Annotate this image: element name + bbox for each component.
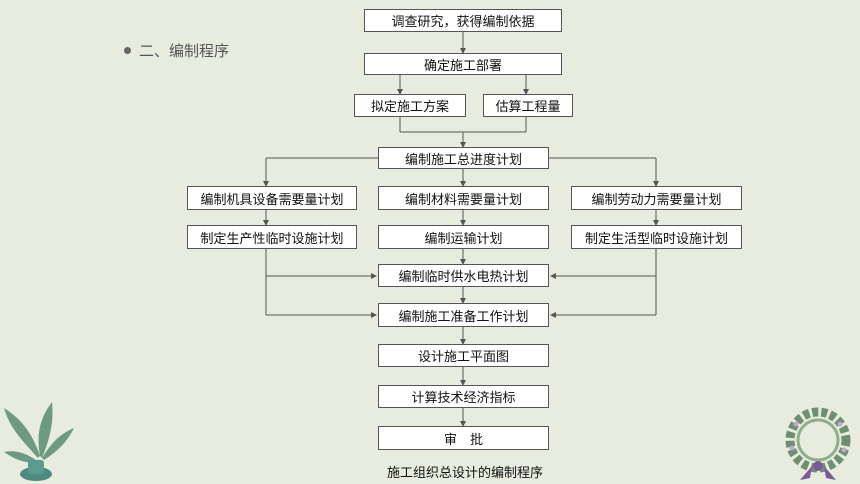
step-production-facilities-plan: 制定生产性临时设施计划 (187, 225, 357, 249)
step-equipment-plan: 编制机具设备需要量计划 (187, 186, 357, 210)
step-utilities-plan: 编制临时供水电热计划 (378, 264, 549, 287)
step-material-plan: 编制材料需要量计划 (378, 186, 549, 210)
step-living-facilities-plan: 制定生活型临时设施计划 (571, 225, 742, 249)
step-labor-plan: 编制劳动力需要量计划 (571, 186, 742, 210)
section-heading-text: 二、编制程序 (139, 42, 230, 60)
step-research: 调查研究，获得编制依据 (364, 9, 562, 32)
section-heading: 二、编制程序 (124, 40, 229, 61)
step-economic-indicators: 计算技术经济指标 (378, 385, 549, 408)
step-transport-plan: 编制运输计划 (378, 225, 549, 249)
step-site-layout: 设计施工平面图 (378, 344, 549, 367)
step-deployment: 确定施工部署 (364, 53, 562, 75)
bullet-icon (124, 47, 131, 54)
plant-decoration-icon (4, 402, 74, 481)
step-master-schedule: 编制施工总进度计划 (378, 147, 549, 169)
diagram-caption: 施工组织总设计的编制程序 (386, 466, 543, 481)
step-approval: 审 批 (378, 426, 549, 450)
step-quantity-estimate: 估算工程量 (483, 94, 573, 117)
wreath-decoration-icon (785, 407, 851, 480)
step-preparation-plan: 编制施工准备工作计划 (378, 303, 549, 327)
step-construction-plan: 拟定施工方案 (354, 94, 466, 117)
